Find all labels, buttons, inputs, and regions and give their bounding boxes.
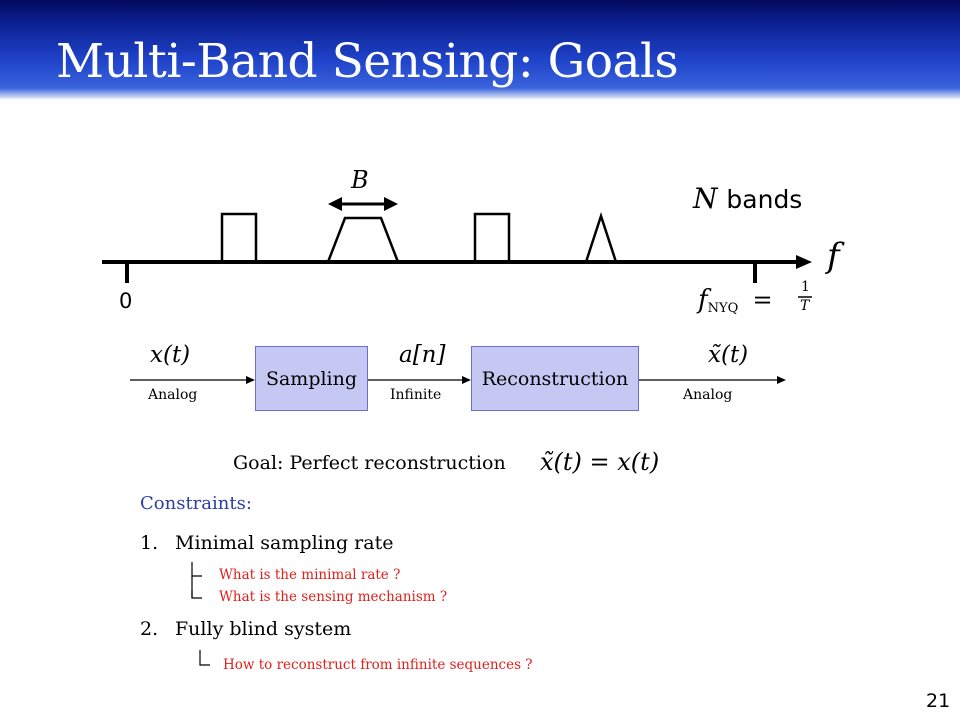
sub-brackets-1: [191, 562, 202, 599]
output-type-label: Analog: [683, 387, 733, 403]
band-rect-1: [220, 212, 258, 262]
band-triangle: [584, 211, 618, 263]
nyquist-label: fNYQ =: [698, 285, 773, 316]
bandwidth-label: B: [351, 166, 369, 194]
mid-type-label: Infinite: [390, 387, 442, 403]
constraint-2-number: 2.: [140, 618, 159, 640]
bands-label: N bands: [693, 182, 802, 215]
reconstruction-block: Reconstruction: [471, 346, 639, 411]
constraint-1-number: 1.: [140, 532, 159, 554]
bands-word: bands: [726, 185, 803, 214]
sampling-block: Sampling: [255, 346, 368, 411]
constraint-1-question-2: What is the sensing mechanism ?: [219, 589, 448, 605]
title-bar: [0, 0, 960, 100]
goal-text: Goal: Perfect reconstruction: [233, 452, 506, 474]
output-arrow-head: [777, 376, 786, 384]
nyq-numerator: 1: [801, 279, 810, 295]
constraint-2-text: Fully blind system: [175, 618, 352, 640]
axis-arrowhead: [796, 255, 812, 269]
band-rect-2: [473, 212, 511, 262]
reconstruction-block-label: Reconstruction: [481, 367, 629, 390]
page-number: 21: [926, 690, 951, 712]
nyq-denominator: T: [800, 298, 810, 314]
constraint-1-text: Minimal sampling rate: [175, 532, 394, 554]
constraint-2-question-1: How to reconstruct from infinite sequenc…: [223, 657, 533, 673]
goal-formula: x̃(t) = x(t): [540, 448, 660, 476]
constraints-heading: Constraints:: [140, 493, 252, 514]
input-arrow-head: [246, 376, 255, 384]
nyq-subscript: NYQ: [707, 301, 739, 316]
bands-count-symbol: N: [693, 182, 718, 215]
output-signal-label: x̃(t): [708, 342, 749, 368]
constraint-1-question-1: What is the minimal rate ?: [219, 567, 401, 583]
sampling-block-label: Sampling: [265, 367, 358, 390]
input-type-label: Analog: [148, 387, 198, 403]
frequency-axis-label: f: [827, 236, 840, 276]
nyq-f-symbol: f: [698, 285, 708, 315]
bandwidth-arrow-right-head: [384, 197, 398, 211]
mid-arrow-head: [462, 376, 471, 384]
mid-signal-label: a[n]: [399, 342, 446, 368]
nyq-equals: =: [752, 286, 773, 314]
sub-bracket-2: [199, 650, 210, 666]
band-trapezoid: [326, 216, 400, 263]
bandwidth-arrow-left-head: [328, 197, 342, 211]
spectrum-diagram: [102, 197, 812, 298]
pipeline-arrows: [130, 376, 786, 384]
zero-label: 0: [119, 289, 133, 313]
slide-title: Multi-Band Sensing: Goals: [56, 34, 679, 89]
input-signal-label: x(t): [150, 342, 191, 368]
